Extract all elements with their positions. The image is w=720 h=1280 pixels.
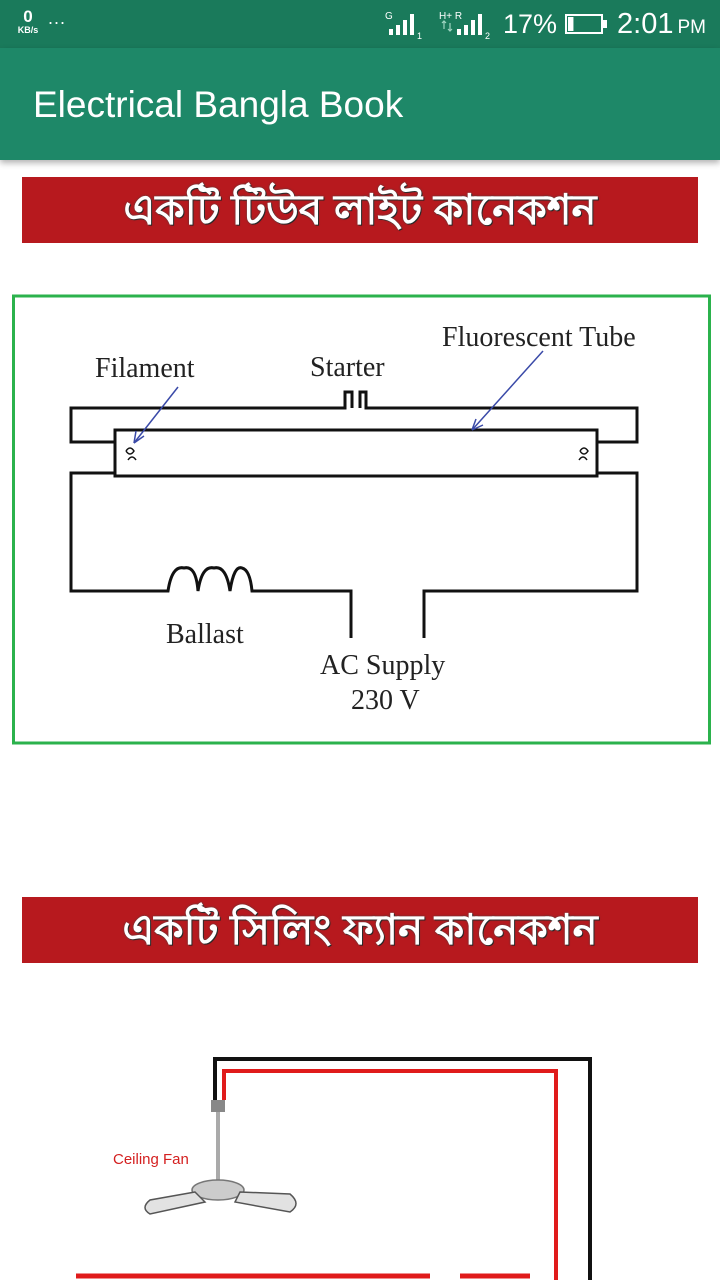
fan-blade-right [233,1191,297,1213]
svg-text:G: G [385,11,393,22]
label-starter: Starter [310,352,385,383]
fan-mount [211,1100,225,1112]
battery-percent: 17% [503,8,558,39]
svg-text:H+ R: H+ R [439,11,462,22]
clock-time: 2:01 [617,7,674,40]
diagram-frame [12,294,711,745]
network-speed-value: 0 [23,7,33,26]
filament-arrow [133,386,179,444]
label-fluorescent-tube: Fluorescent Tube [442,322,636,353]
fluorescent-tube [113,428,599,478]
fan-wire-black [213,1057,592,1280]
more-notifications-icon: ... [48,8,67,28]
label-ballast: Ballast [166,619,244,650]
label-ceiling-fan: Ceiling Fan [113,1151,189,1168]
supply-wire-right [422,471,639,638]
tube-light-diagram: Filament Starter Fluorescent Tube Ballas… [12,294,711,745]
filament-left [125,447,137,461]
label-ac-supply: AC Supply [320,650,445,681]
label-filament: Filament [95,353,195,384]
app-bar: Electrical Bangla Book [0,48,720,160]
fan-motor [191,1179,245,1201]
tube-arrow [471,350,544,431]
ballast-coil [155,566,353,638]
fan-wire-red [222,1069,558,1280]
label-voltage: 230 V [351,685,420,716]
network-speed: 0 KB/s [14,8,42,35]
section-banner-tube-light: একটি টিউব লাইট কানেকশন [22,177,698,243]
ceiling-fan-diagram: Ceiling Fan [76,1057,592,1280]
svg-text:1: 1 [417,31,422,39]
ballast-wire-left [69,471,155,593]
signal-sim2-icon: H+ R 2 [439,11,490,39]
clock-ampm: PM [677,16,707,38]
svg-text:2: 2 [485,31,490,39]
fan-blade-left [144,1191,207,1215]
scroll-content[interactable]: একটি টিউব লাইট কানেকশন Filament Starter … [0,160,720,1280]
network-speed-unit: KB/s [17,25,39,35]
battery-icon [565,14,608,34]
fan-downrod [216,1112,220,1182]
filament-right [578,447,589,461]
section-banner-ceiling-fan: একটি সিলিং ফ্যান কানেকশন [22,897,698,963]
starter-wire [69,390,639,444]
app-title: Electrical Bangla Book [33,84,404,125]
signal-sim1-icon: G 1 [385,11,422,39]
